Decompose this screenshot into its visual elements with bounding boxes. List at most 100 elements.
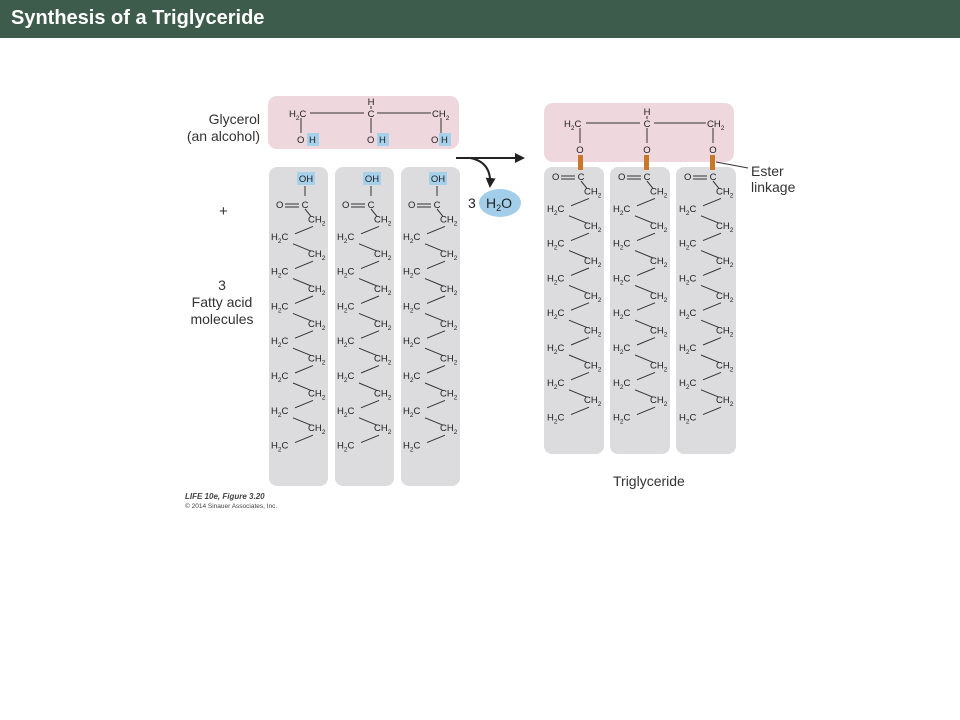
methylene-group: CH2: [650, 326, 668, 339]
carbonyl-carbon: C: [434, 200, 441, 211]
carboxyl-hydroxyl-highlight: [297, 172, 315, 185]
methylene-group: CH2: [650, 395, 668, 408]
glycerol-hydrogen-2: H: [379, 135, 386, 146]
methylene-group: CH2: [716, 256, 734, 269]
ester-bond-2: [644, 155, 649, 170]
carboxyl-hydroxyl: OH: [431, 174, 445, 185]
fatty-acid-label: 3 Fatty acid molecules: [182, 277, 262, 328]
methylene-group: H2C: [271, 267, 289, 280]
fatty-acid-label-line-1: 3: [218, 277, 226, 293]
methylene-group: CH2: [374, 319, 392, 332]
ester-bond-1: [578, 155, 583, 170]
methylene-group: CH2: [716, 360, 734, 373]
ester-linkage-label: Ester linkage: [751, 163, 795, 195]
methyl-group: H2C: [337, 441, 355, 454]
triglyceride-backbone: H H2C C CH2 O O O: [564, 107, 725, 156]
methylene-group: CH2: [584, 221, 602, 234]
methylene-group: CH2: [584, 291, 602, 304]
methylene-group: CH2: [308, 249, 326, 262]
methylene-group: CH2: [716, 395, 734, 408]
methylene-group: CH2: [308, 284, 326, 297]
glycerol-h-atom: H: [368, 97, 375, 108]
methylene-group: H2C: [403, 336, 421, 349]
methylene-group: CH2: [584, 256, 602, 269]
methylene-group: H2C: [337, 301, 355, 314]
ester-oxygen-3: O: [709, 145, 716, 156]
methylene-group: H2C: [613, 273, 631, 286]
methylene-group: H2C: [337, 267, 355, 280]
methylene-group: CH2: [374, 249, 392, 262]
water-formula: H2O: [486, 195, 512, 213]
methylene-group: CH2: [650, 291, 668, 304]
triglyceride-h-atom: H: [644, 107, 651, 118]
triglyceride-chain-3: [676, 167, 736, 454]
methylene-group: H2C: [403, 371, 421, 384]
triglyceride-chain-box-1: [544, 167, 604, 454]
carbonyl-carbon: C: [578, 172, 585, 183]
methylene-group: H2C: [679, 204, 697, 217]
methylene-group: H2C: [547, 308, 565, 321]
methylene-group: H2C: [613, 204, 631, 217]
plus-sign: +: [219, 203, 228, 220]
methylene-group: CH2: [374, 214, 392, 227]
carboxyl-hydroxyl: OH: [299, 174, 313, 185]
methylene-group: H2C: [679, 343, 697, 356]
methylene-group: H2C: [271, 371, 289, 384]
carbonyl-oxygen: O: [342, 200, 349, 211]
carboxyl-hydroxyl-highlight: [363, 172, 381, 185]
methylene-group: H2C: [679, 239, 697, 252]
methylene-group: H2C: [337, 371, 355, 384]
carbonyl-oxygen: O: [276, 200, 283, 211]
glycerol-structure: H H2C C CH2 O H O H O H: [289, 97, 451, 146]
glycerol-hydrogen-1: H: [309, 135, 316, 146]
carbonyl-carbon: C: [710, 172, 717, 183]
methylene-group: H2C: [271, 232, 289, 245]
methylene-group: CH2: [440, 319, 458, 332]
glycerol-center-carbon: C: [368, 109, 375, 120]
methylene-group: H2C: [547, 273, 565, 286]
triglyceride-center-carbon: C: [644, 119, 651, 130]
glycerol-label-line-2: (an alcohol): [186, 128, 260, 144]
methylene-group: CH2: [584, 186, 602, 199]
methylene-group: CH2: [374, 423, 392, 436]
triglyceride-ch2: CH2: [707, 119, 725, 132]
fatty-acid-2: [335, 167, 394, 486]
carboxyl-hydroxyl: OH: [365, 174, 379, 185]
figure-caption: LIFE 10e, Figure 3.20: [185, 492, 265, 501]
glycerol-ch2: CH2: [432, 109, 450, 122]
ester-oxygen-1: O: [576, 145, 583, 156]
triglyceride-h2c: H2C: [564, 119, 582, 132]
water-release-arrow: [469, 157, 496, 188]
methylene-group: H2C: [337, 232, 355, 245]
methylene-group: H2C: [547, 239, 565, 252]
methylene-group: H2C: [403, 406, 421, 419]
methylene-group: CH2: [716, 186, 734, 199]
glycerol-label-line-1: Glycerol: [208, 111, 260, 127]
methylene-group: CH2: [584, 326, 602, 339]
methylene-group: H2C: [547, 378, 565, 391]
methylene-group: CH2: [716, 221, 734, 234]
methylene-group: CH2: [440, 214, 458, 227]
methyl-group: H2C: [547, 413, 565, 426]
methylene-group: CH2: [650, 221, 668, 234]
methylene-group: CH2: [716, 326, 734, 339]
methylene-group: H2C: [337, 336, 355, 349]
triglyceride-glycerol-box: [544, 103, 734, 162]
glycerol-oxygen-1: O: [297, 135, 304, 146]
methylene-group: H2C: [337, 406, 355, 419]
ester-leader-line: [715, 161, 749, 169]
methylene-group: CH2: [308, 354, 326, 367]
glycerol-hydrogen-3: H: [441, 135, 448, 146]
water-ellipse: [479, 189, 521, 217]
glycerol-label: Glycerol (an alcohol): [178, 111, 260, 145]
methylene-group: CH2: [650, 186, 668, 199]
methylene-group: H2C: [547, 204, 565, 217]
methylene-group: H2C: [547, 343, 565, 356]
triglyceride-chain-box-3: [676, 167, 736, 454]
